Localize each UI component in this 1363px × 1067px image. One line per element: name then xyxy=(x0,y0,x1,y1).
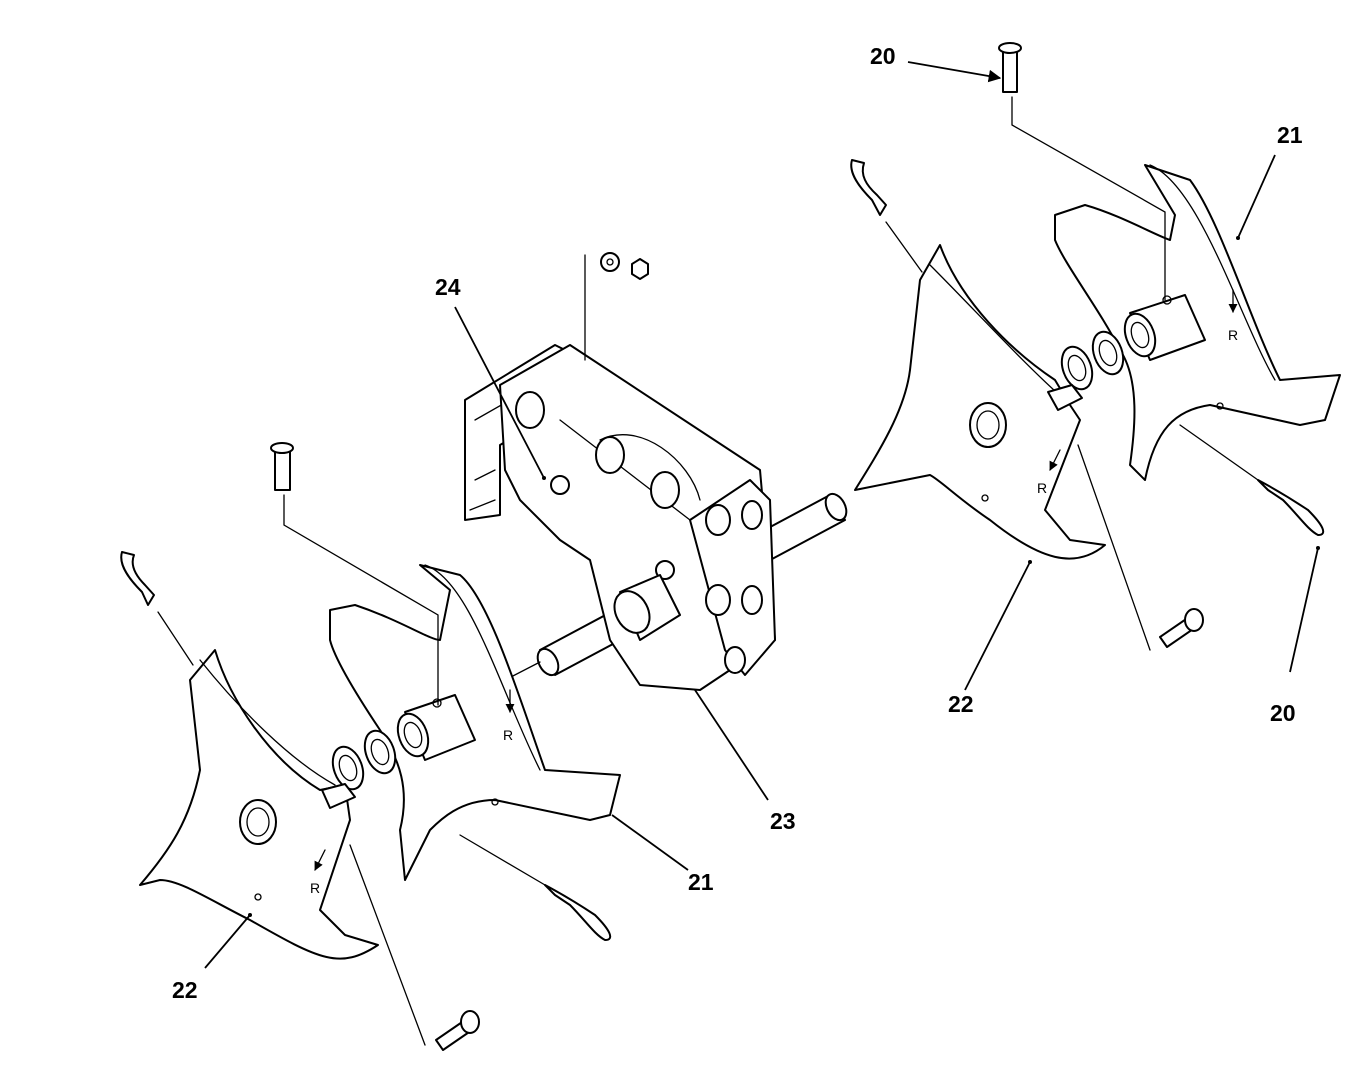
callout-20-top: 20 xyxy=(870,43,896,69)
right-pins-clips xyxy=(850,42,1325,651)
callout-22-right: 22 xyxy=(948,691,974,717)
callout-21-left: 21 xyxy=(688,869,714,895)
tine-disc-left-outer xyxy=(139,649,379,960)
callout-20-bottom: 20 xyxy=(1270,700,1296,726)
callout-23: 23 xyxy=(770,808,796,834)
leader-lines xyxy=(204,61,1320,969)
callout-21-right: 21 xyxy=(1277,122,1303,148)
right-hub-assembly xyxy=(1047,294,1206,411)
callout-24: 24 xyxy=(435,274,461,300)
left-hub-assembly xyxy=(321,694,476,809)
transmission-housing xyxy=(464,252,776,691)
tine-disc-left-inner xyxy=(329,564,621,881)
rotation-mark-left-inner: R xyxy=(503,727,513,743)
rotation-mark-right-outer: R xyxy=(1228,327,1238,343)
left-pins-clips xyxy=(120,442,612,1051)
callout-22-left: 22 xyxy=(172,977,198,1003)
tine-disc-right-inner xyxy=(854,244,1106,560)
rotation-mark-left-outer: R xyxy=(310,880,320,896)
rotation-mark-right-inner: R xyxy=(1037,480,1047,496)
